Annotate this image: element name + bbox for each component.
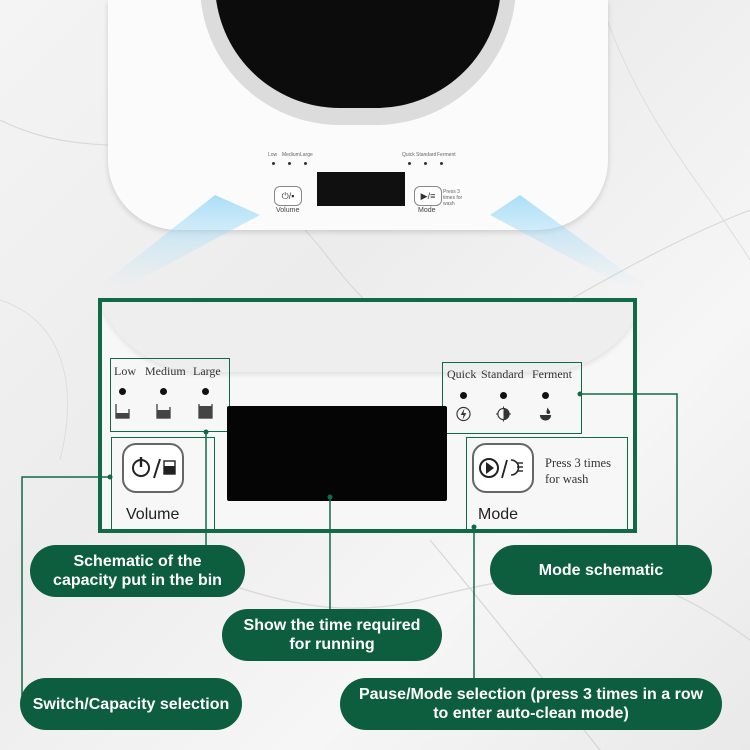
mode-caption: Mode xyxy=(478,506,519,523)
capacity-callout-text: Schematic of the capacity put in the bin xyxy=(53,553,222,589)
capacity-indicator-dot xyxy=(202,388,209,395)
time-display-screen xyxy=(227,406,447,501)
zoomed-control-panel: Low Medium Large Quick Standard Ferment … xyxy=(98,298,637,533)
mini-control-panel: Low Medium Large Quick Standard Ferment … xyxy=(262,150,472,220)
mini-volume-caption: Volume xyxy=(276,207,300,214)
lightning-icon xyxy=(456,406,471,422)
volume-callout-frame xyxy=(111,437,215,529)
switch-callout-text: Switch/Capacity selection xyxy=(32,695,230,713)
mini-label-large: Large xyxy=(300,152,313,158)
mini-label-medium: Medium xyxy=(282,152,300,158)
mode-schematic-callout: Mode schematic xyxy=(490,545,712,595)
mode-indicator-dot xyxy=(542,392,549,399)
panel-arc xyxy=(102,302,633,372)
drop-icon xyxy=(539,407,552,421)
pause-callout-frame xyxy=(466,437,628,529)
capacity-label-medium: Medium xyxy=(145,364,186,378)
mini-display-screen xyxy=(317,172,405,206)
mode-label-quick: Quick xyxy=(447,367,477,381)
capacity-callout: Schematic of the capacity put in the bin xyxy=(30,545,245,597)
bin-low-icon xyxy=(115,404,130,419)
mini-label-standard: Standard xyxy=(416,152,437,158)
mini-mode-button[interactable]: ▶/≡ xyxy=(414,186,442,206)
mode-label-standard: Standard xyxy=(481,367,524,381)
half-circle-icon xyxy=(496,406,511,422)
mini-dot xyxy=(408,162,411,165)
capacity-label-low: Low xyxy=(114,364,136,378)
capacity-callout-frame xyxy=(110,358,230,432)
capacity-label-large: Large xyxy=(193,364,221,378)
switch-callout: Switch/Capacity selection xyxy=(20,678,242,730)
mini-dot xyxy=(440,162,443,165)
time-callout-text: Show the time required for running xyxy=(243,617,421,653)
mode-schematic-callout-text: Mode schematic xyxy=(538,561,664,579)
press-text-line1: Press 3 times xyxy=(545,456,611,470)
mode-indicator-dot xyxy=(500,392,507,399)
mode-label-ferment: Ferment xyxy=(532,367,572,381)
capacity-indicator-dot xyxy=(160,388,167,395)
volume-button[interactable] xyxy=(122,443,184,493)
mini-volume-button[interactable]: ⏻/▪ xyxy=(274,186,302,206)
power-bin-icon xyxy=(132,457,176,479)
washing-machine: Low Medium Large Quick Standard Ferment … xyxy=(108,0,608,230)
volume-caption: Volume xyxy=(126,506,180,523)
capacity-indicator-dot xyxy=(119,388,126,395)
pause-callout-text: Pause/Mode selection (press 3 times in a… xyxy=(358,686,704,722)
time-callout: Show the time required for running xyxy=(222,609,442,661)
pause-callout: Pause/Mode selection (press 3 times in a… xyxy=(340,678,722,730)
mini-label-low: Low xyxy=(268,152,278,158)
press-text-line2: for wash xyxy=(545,472,589,486)
mini-dot xyxy=(272,162,275,165)
mini-press-text: Press 3 times for wash xyxy=(443,189,463,207)
mini-mode-caption: Mode xyxy=(418,207,436,214)
mode-button[interactable] xyxy=(472,443,534,493)
mini-dot xyxy=(288,162,291,165)
mini-label-ferment: Ferment xyxy=(437,152,456,158)
mode-callout-frame xyxy=(442,362,582,434)
bin-large-icon xyxy=(198,404,213,419)
bin-medium-icon xyxy=(156,404,171,419)
mini-dot xyxy=(304,162,307,165)
mini-label-quick: Quick xyxy=(402,152,415,158)
mode-indicator-dot xyxy=(460,392,467,399)
play-pause-wash-icon xyxy=(479,458,523,479)
mini-dot xyxy=(424,162,427,165)
